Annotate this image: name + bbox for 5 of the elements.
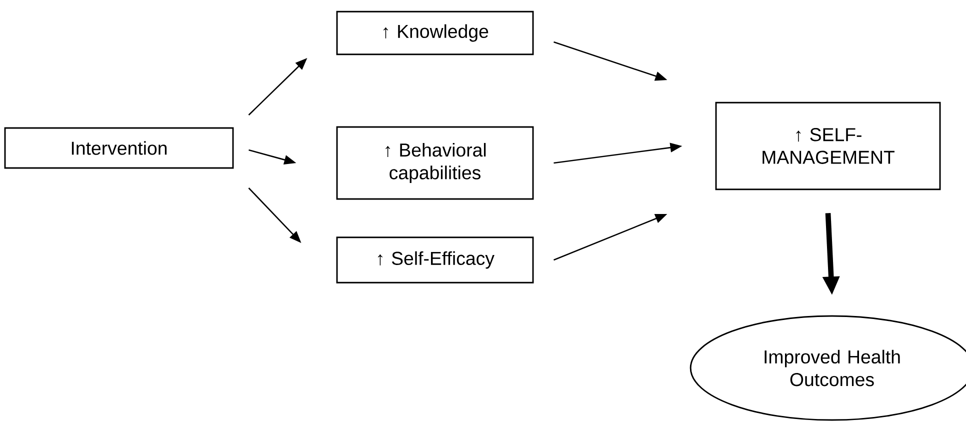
process-box: ↑ Behavioral capabilities	[336, 126, 534, 200]
process-box: ↑ Self-Efficacy	[336, 236, 534, 284]
process-box: ↑ Knowledge	[336, 10, 534, 56]
process-box: Intervention	[4, 127, 234, 169]
process-box: ↑ SELF-MANAGEMENT	[715, 102, 941, 190]
